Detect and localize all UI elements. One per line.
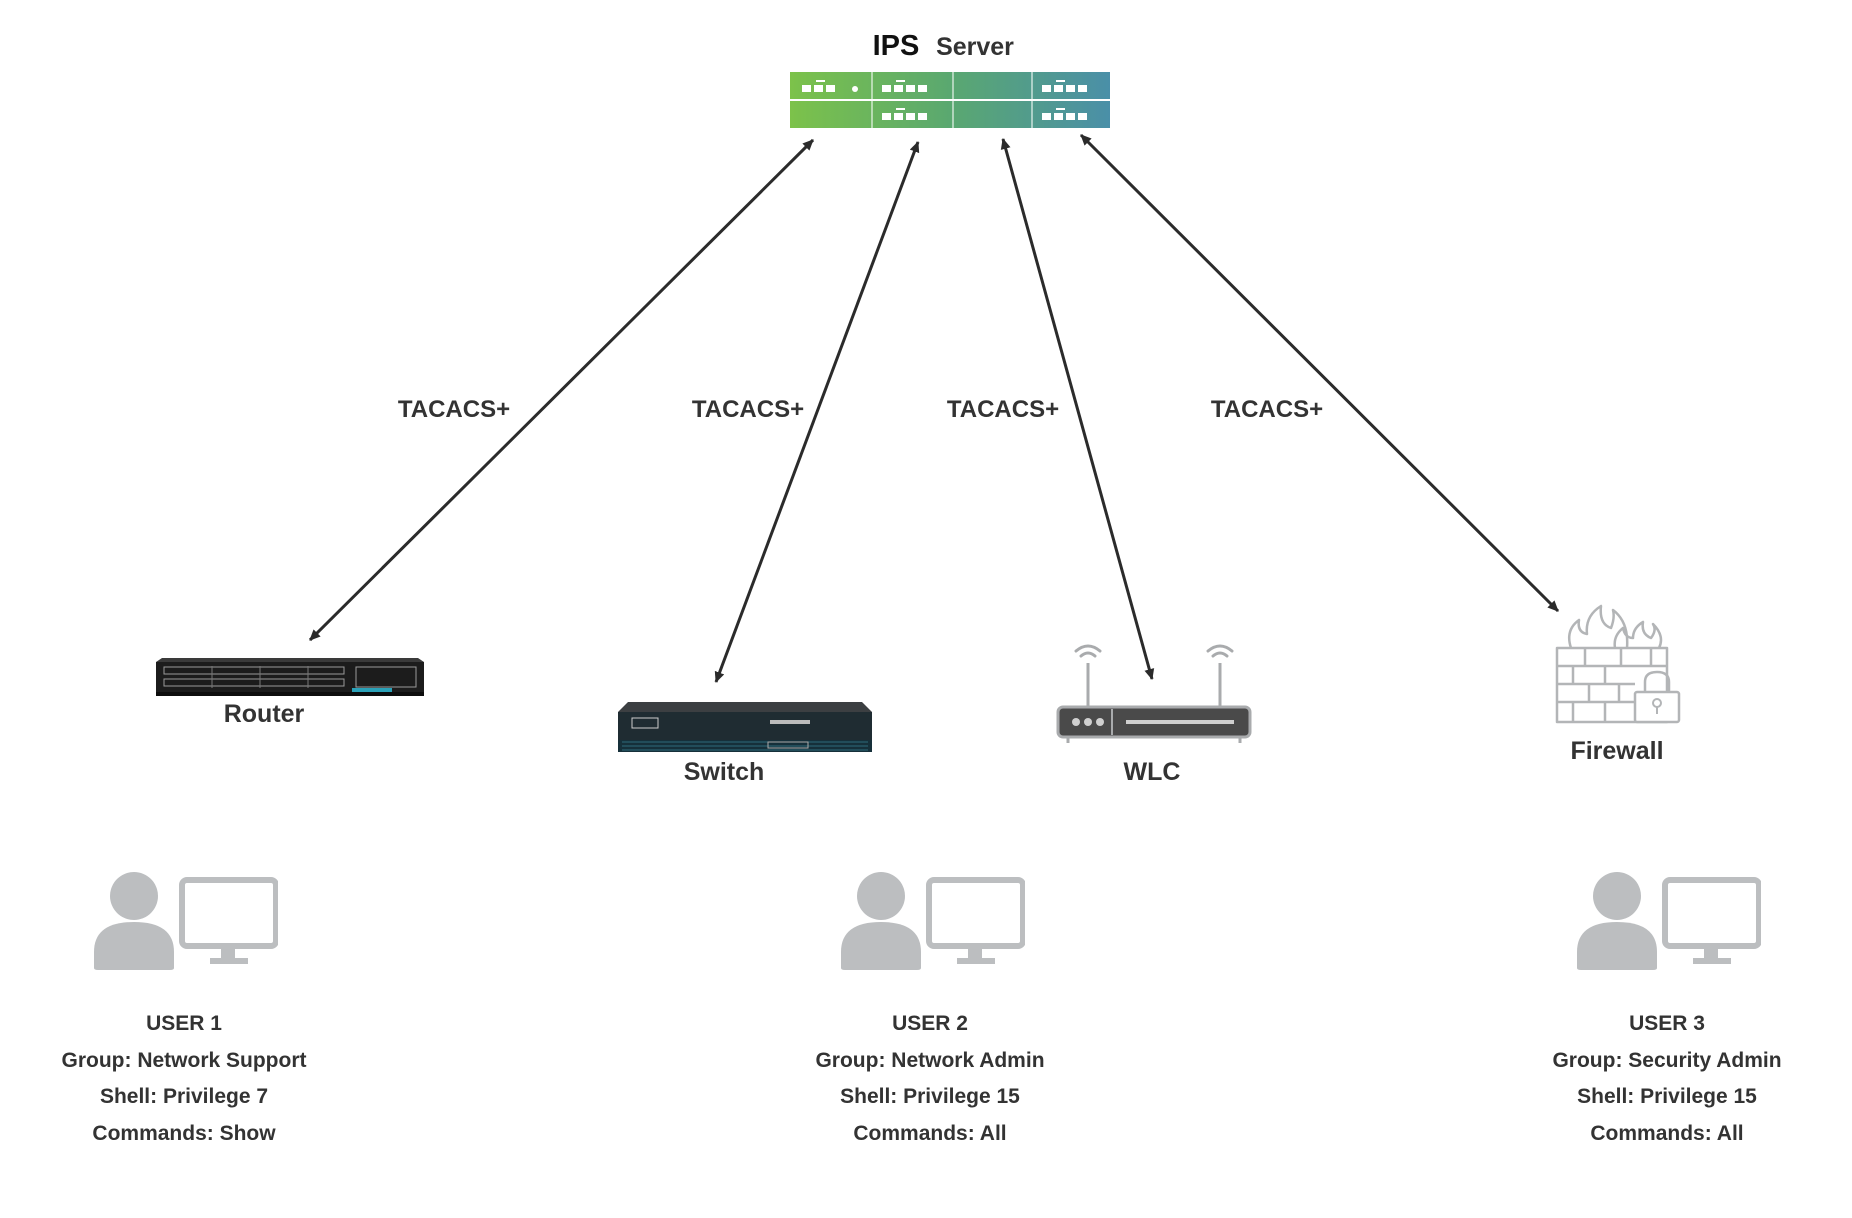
link-label-switch: TACACS+: [691, 396, 805, 423]
user-1-name: USER 1: [146, 1012, 222, 1035]
user-2-group: Group: Network Admin: [815, 1048, 1045, 1072]
user-1-info: USER 1 Group: Network Support Shell: Pri…: [4, 1006, 364, 1152]
server-title: IPS: [872, 30, 920, 62]
user-1-icon: [94, 872, 278, 970]
user-1-group: Group: Network Support: [61, 1048, 307, 1072]
user-3-group: Group: Security Admin: [1552, 1048, 1782, 1072]
link-label-firewall: TACACS+: [1210, 396, 1324, 423]
firewall-label: Firewall: [1570, 737, 1664, 765]
router-label: Router: [223, 700, 305, 728]
user-1-commands: Commands: Show: [92, 1121, 276, 1145]
switch-label: Switch: [683, 758, 765, 786]
link-label-wlc: TACACS+: [946, 396, 1060, 423]
user-2-name: USER 2: [892, 1012, 968, 1035]
user-3-commands: Commands: All: [1590, 1121, 1744, 1145]
user-2-icon: [841, 872, 1025, 970]
user-3-shell: Shell: Privilege 15: [1577, 1085, 1757, 1108]
server-subtitle: Server: [936, 33, 1014, 61]
user-1-shell: Shell: Privilege 7: [99, 1085, 269, 1108]
wlc-icon: [1056, 644, 1252, 743]
firewall-icon: [1555, 604, 1681, 724]
server-appliance-icon: [790, 72, 1110, 128]
link-firewall: [1079, 133, 1560, 613]
router-icon: [156, 658, 424, 696]
link-switch: [714, 141, 920, 683]
user-3-name: USER 3: [1629, 1012, 1705, 1035]
switch-icon: [618, 702, 872, 752]
user-3-info: USER 3 Group: Security Admin Shell: Priv…: [1487, 1006, 1847, 1152]
wlc-label: WLC: [1123, 758, 1181, 786]
user-3-icon: [1577, 872, 1761, 970]
user-2-info: USER 2 Group: Network Admin Shell: Privi…: [750, 1006, 1110, 1152]
user-2-commands: Commands: All: [853, 1121, 1007, 1145]
link-router: [308, 138, 815, 642]
link-label-router: TACACS+: [397, 396, 511, 423]
user-2-shell: Shell: Privilege 15: [840, 1085, 1020, 1108]
